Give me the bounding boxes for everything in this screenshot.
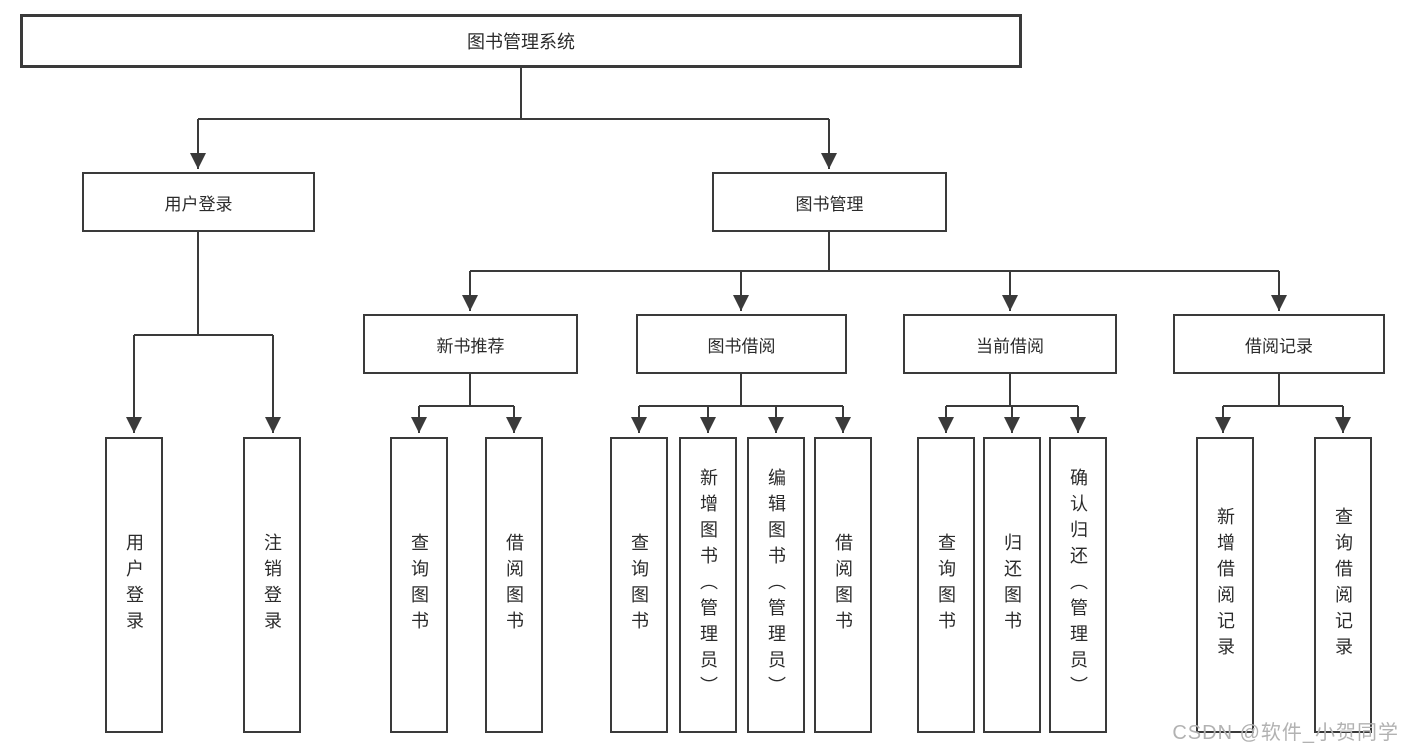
leaf-confirm-return-admin: 确认归还（管理员）	[1049, 437, 1107, 733]
node-label: 确认归还（管理员）	[1068, 468, 1088, 702]
node-current-borrowing: 当前借阅	[903, 314, 1117, 374]
node-borrowing-records: 借阅记录	[1173, 314, 1385, 374]
leaf-return-books: 归还图书	[983, 437, 1041, 733]
leaf-query-books-current: 查询图书	[917, 437, 975, 733]
node-label: 编辑图书（管理员）	[766, 468, 786, 702]
leaf-query-borrow-record: 查询借阅记录	[1314, 437, 1372, 733]
connector-current-borrow-bus	[946, 374, 1078, 407]
leaf-add-borrow-record: 新增借阅记录	[1196, 437, 1254, 733]
node-label: 借阅图书	[504, 533, 524, 637]
leaf-add-books-admin: 新增图书（管理员）	[679, 437, 737, 733]
leaf-query-books-borrowing: 查询图书	[610, 437, 668, 733]
node-label: 查询图书	[409, 533, 429, 637]
node-label: 新书推荐	[436, 336, 505, 356]
node-label: 用户登录	[124, 533, 144, 637]
node-library-management-system: 图书管理系统	[20, 14, 1022, 68]
leaf-edit-books-admin: 编辑图书（管理员）	[747, 437, 805, 733]
node-label: 借阅记录	[1245, 336, 1313, 356]
node-label: 查询借阅记录	[1333, 507, 1353, 663]
node-label: 查询图书	[629, 533, 649, 637]
connector-book-borrow-bus	[639, 374, 843, 407]
leaf-user-login: 用户登录	[105, 437, 163, 733]
node-label: 归还图书	[1002, 533, 1022, 637]
connector-borrow-records-bus	[1223, 374, 1343, 407]
node-label: 查询图书	[936, 533, 956, 637]
leaf-borrow-books-recommend: 借阅图书	[485, 437, 543, 733]
node-label: 借阅图书	[833, 533, 853, 637]
node-new-book-recommendation: 新书推荐	[363, 314, 578, 374]
node-user-login: 用户登录	[82, 172, 315, 232]
leaf-query-books-recommend: 查询图书	[390, 437, 448, 733]
connector-root-bus	[198, 68, 829, 120]
node-label: 当前借阅	[976, 336, 1044, 356]
node-book-borrowing: 图书借阅	[636, 314, 847, 374]
node-book-management: 图书管理	[712, 172, 947, 232]
node-label: 图书管理	[795, 194, 864, 214]
leaf-borrow-books: 借阅图书	[814, 437, 872, 733]
node-label: 注销登录	[262, 533, 282, 637]
node-label: 图书管理系统	[467, 32, 575, 52]
leaf-logout: 注销登录	[243, 437, 301, 733]
connector-book-mgmt-bus	[470, 232, 1279, 272]
node-label: 新增图书（管理员）	[698, 468, 718, 702]
node-label: 图书借阅	[707, 336, 776, 356]
node-label: 用户登录	[164, 194, 233, 214]
connector-new-book-bus	[419, 374, 514, 407]
node-label: 新增借阅记录	[1215, 507, 1235, 663]
connector-user-login-bus	[134, 232, 273, 336]
